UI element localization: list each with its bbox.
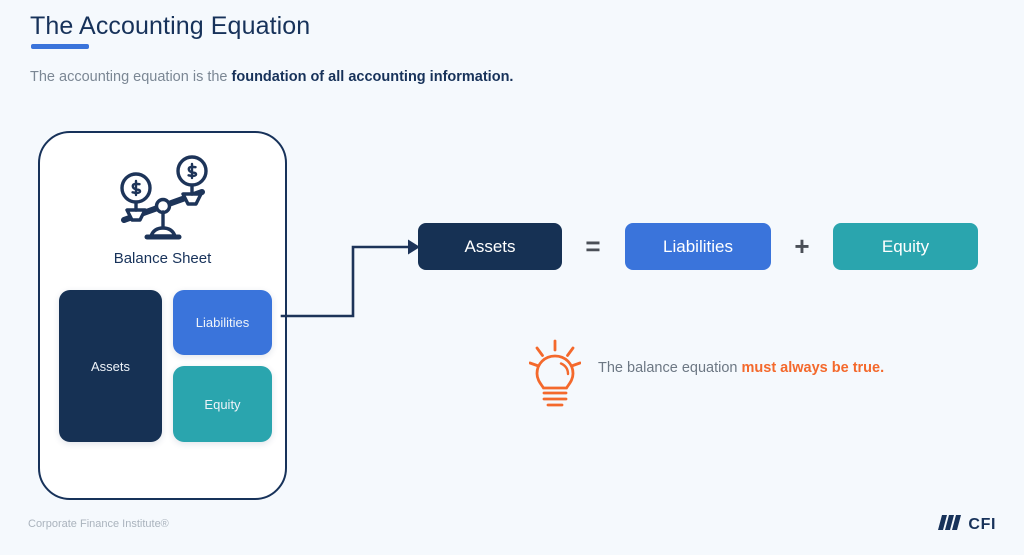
- page-subtitle: The accounting equation is the foundatio…: [30, 69, 513, 85]
- block-equity-label: Equity: [204, 396, 241, 412]
- balance-sheet-blocks: Assets Liabilities Equity: [59, 290, 272, 442]
- balance-sheet-label: Balance Sheet: [113, 250, 212, 267]
- equation-box-liabilities: Liabilities: [625, 223, 771, 270]
- cfi-bars-icon: [937, 514, 963, 536]
- equation-liabilities-label: Liabilities: [663, 236, 733, 256]
- connector-arrow-icon: [280, 230, 425, 335]
- equation-assets-label: Assets: [464, 236, 516, 256]
- subtitle-bold-text: foundation of all accounting information…: [231, 69, 514, 85]
- equation-box-equity: Equity: [833, 223, 978, 270]
- balance-sheet-card: Balance Sheet Assets Liabilities Equity: [38, 131, 287, 500]
- block-assets: Assets: [59, 290, 162, 442]
- block-equity: Equity: [173, 366, 272, 442]
- equation-equity-label: Equity: [881, 236, 930, 256]
- cfi-logo: CFI: [937, 514, 996, 536]
- equation-box-assets: Assets: [418, 223, 562, 270]
- cfi-logo-text: CFI: [968, 516, 996, 533]
- footer-brand-text: Corporate Finance Institute®: [28, 518, 169, 530]
- callout-highlight-text: must always be true.: [741, 360, 885, 376]
- balance-scale-icon: [107, 148, 219, 249]
- block-liabilities: Liabilities: [173, 290, 272, 355]
- subtitle-lead-text: The accounting equation is the: [30, 69, 232, 85]
- equation-equals-sign: =: [585, 231, 601, 261]
- block-liabilities-label: Liabilities: [195, 315, 250, 330]
- callout-text: The balance equation must always be true…: [598, 357, 888, 380]
- page-title: The Accounting Equation: [30, 12, 311, 40]
- title-underline-accent: [31, 44, 89, 49]
- block-assets-label: Assets: [90, 358, 130, 374]
- callout-lead-text: The balance equation: [598, 360, 742, 376]
- equation-plus-sign: +: [794, 231, 810, 261]
- lightbulb-icon: [528, 338, 582, 415]
